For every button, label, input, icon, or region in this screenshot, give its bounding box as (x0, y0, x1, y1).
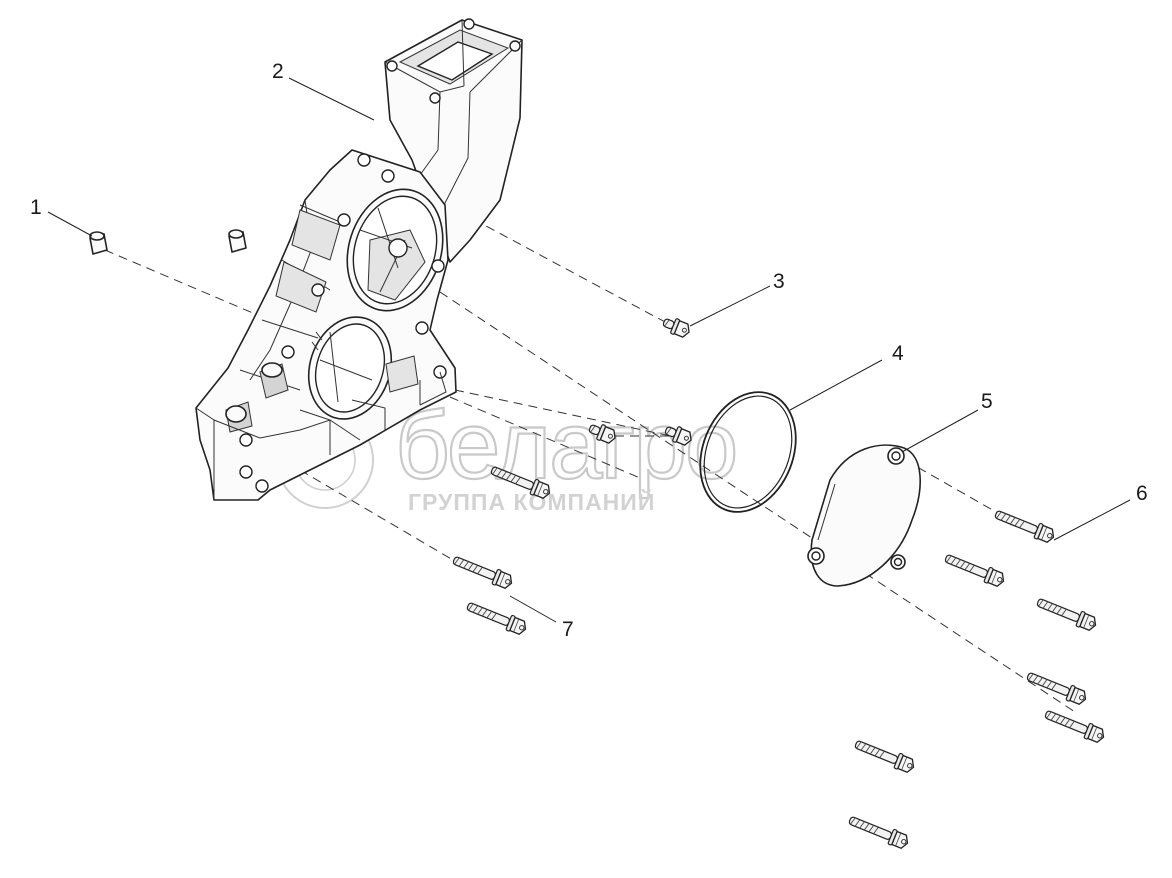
watermark: белагро ГРУППА КОМПАНИЙ (276, 391, 739, 515)
callout-4: 4 (892, 342, 904, 365)
callout-3: 3 (773, 270, 785, 293)
watermark-logo-text: белагро (395, 392, 736, 499)
callout-6: 6 (1136, 482, 1148, 505)
callout-labels: 1 2 3 4 5 6 7 (30, 60, 1148, 641)
callout-2: 2 (272, 60, 284, 83)
dowel-sleeve-part-1 (89, 229, 247, 255)
callout-7: 7 (562, 618, 574, 641)
callout-1: 1 (30, 196, 42, 219)
front-housing (195, 18, 523, 501)
cover-plate-part-5 (807, 444, 921, 587)
o-ring-seal-part-4 (699, 391, 797, 513)
callout-5: 5 (981, 390, 993, 413)
leader-lines (47, 77, 1131, 623)
